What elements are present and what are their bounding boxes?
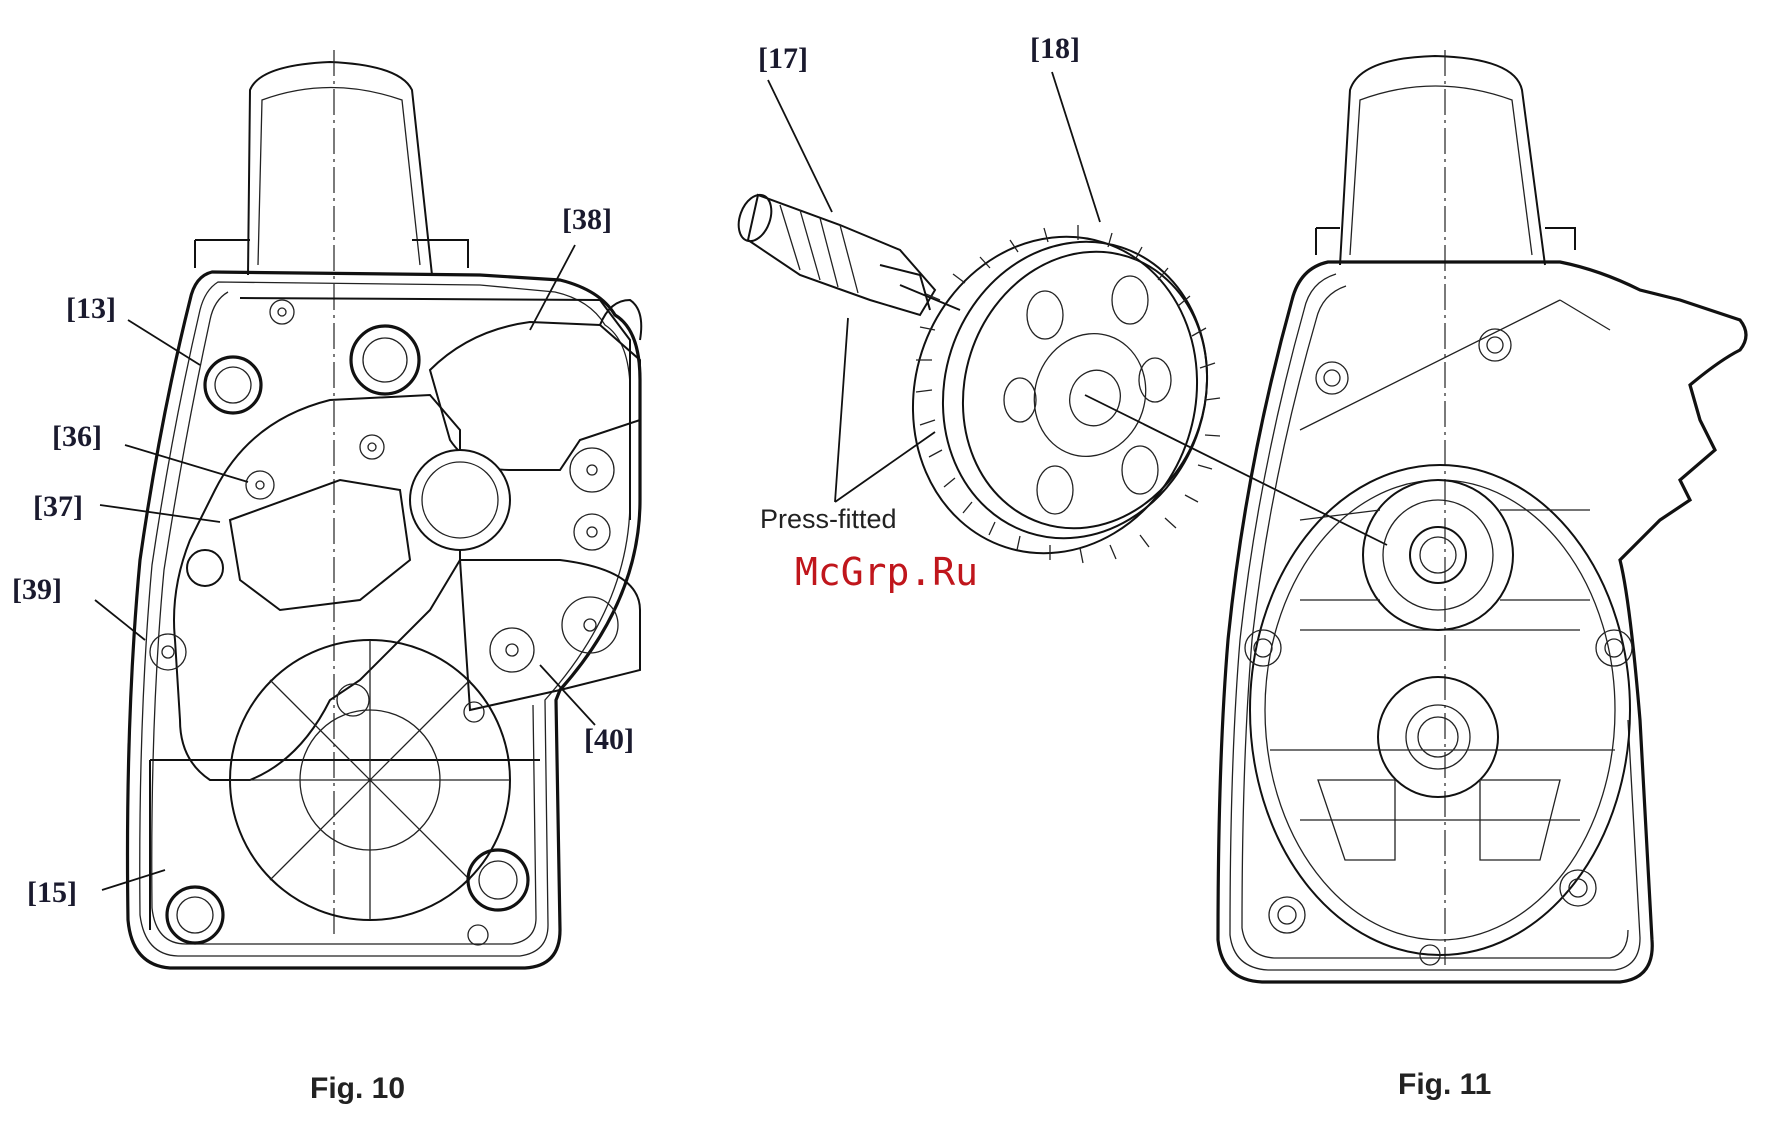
callout-38: [38] [562,205,612,235]
callout-13: [13] [66,294,116,324]
fig11-caption: Fig. 11 [1398,1070,1491,1100]
callout-17: [17] [758,44,808,74]
fig10-caption: Fig. 10 [310,1074,405,1104]
callout-37: [37] [33,492,83,522]
callout-15: [15] [27,878,77,908]
press-fitted-label: Press-fitted [760,506,897,533]
callout-36: [36] [52,422,102,452]
callout-18: [18] [1030,34,1080,64]
callout-39: [39] [12,575,62,605]
callout-40: [40] [584,725,634,755]
watermark-text: McGrp.Ru [795,553,978,591]
